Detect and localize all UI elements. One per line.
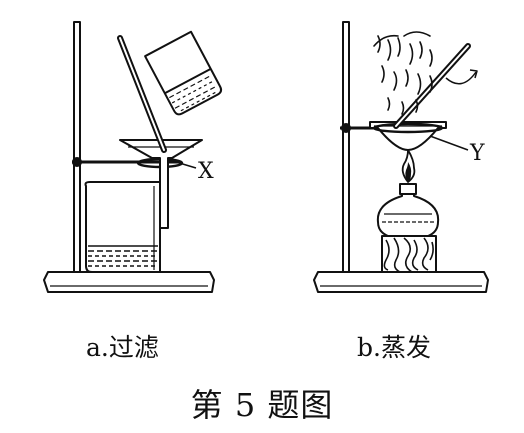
x-leader-line bbox=[175, 161, 197, 169]
caption-evaporation: b.蒸发 bbox=[357, 333, 431, 362]
label-y: Y bbox=[469, 141, 485, 166]
stand-rod-a bbox=[73, 21, 81, 273]
evaporation-apparatus bbox=[313, 21, 489, 293]
stand-base-a bbox=[43, 271, 215, 293]
wood-grain bbox=[383, 237, 434, 273]
label-x: X bbox=[198, 159, 214, 184]
caption-filtration: a.过滤 bbox=[86, 333, 159, 362]
stand-base-b bbox=[313, 271, 489, 293]
vapor-icon bbox=[373, 31, 433, 115]
y-leader-line bbox=[429, 135, 469, 151]
filtration-apparatus bbox=[43, 21, 223, 293]
flame-icon bbox=[401, 149, 416, 183]
iron-ring-y bbox=[372, 122, 444, 134]
pouring-beaker bbox=[144, 30, 223, 116]
beaker-a bbox=[84, 181, 161, 273]
beaker-a-liquid bbox=[88, 245, 158, 267]
stir-arrow bbox=[445, 71, 477, 85]
figure-caption: 第 5 题图 bbox=[190, 386, 334, 424]
stand-rod-b bbox=[342, 21, 350, 273]
